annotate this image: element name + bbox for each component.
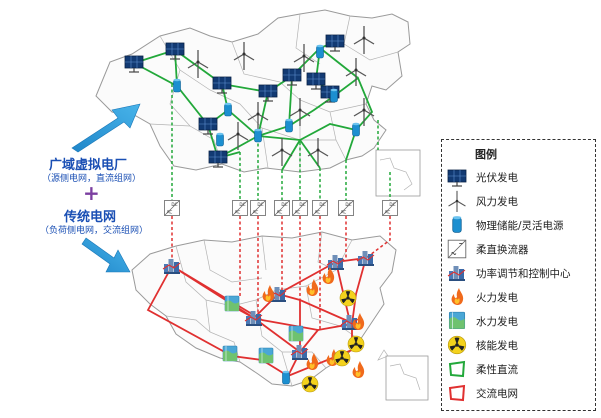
legend-item-control-center: 功率调节和控制中心 xyxy=(446,262,594,284)
bottom-inset-box xyxy=(385,355,429,401)
legend-item-storage: 物理储能/灵活电源 xyxy=(446,214,594,236)
thermal-fire-icon xyxy=(451,288,464,305)
storage-cylinder-icon xyxy=(285,118,293,133)
storage-cylinder-icon xyxy=(282,370,290,385)
storage-cylinder-icon xyxy=(316,44,324,59)
dc-converter-icon xyxy=(382,200,398,216)
hydro-icon xyxy=(448,311,466,330)
arrow-to-traditional-grid xyxy=(81,237,131,273)
top-inset-box xyxy=(375,149,421,197)
solar-panel-icon xyxy=(447,169,467,187)
wind-turbine-icon xyxy=(447,190,467,212)
traditional-grid-subtitle: （负荷侧电网，交流组网） xyxy=(40,226,149,236)
dc-converter-icon xyxy=(164,200,180,216)
thermal-fire-icon xyxy=(352,361,365,378)
legend-label: 柔性直流 xyxy=(476,364,518,376)
legend-item-hydro: 水力发电 xyxy=(446,310,594,332)
converter-row xyxy=(164,200,398,216)
dc-converter-icon xyxy=(274,200,290,216)
legend-label: 功率调节和控制中心 xyxy=(476,268,571,280)
dc-converter-icon xyxy=(338,200,354,216)
nuclear-icon xyxy=(447,335,467,355)
bottom-map-provinces xyxy=(165,231,361,387)
taiwan-outline xyxy=(377,349,389,361)
hydro-icon xyxy=(258,347,274,364)
dc-converter-icon xyxy=(250,200,266,216)
arrow-to-virtual-plant xyxy=(71,103,141,153)
legend-label: 风力发电 xyxy=(476,196,518,208)
storage-cylinder-icon xyxy=(173,78,181,93)
dc-dashed-risers xyxy=(171,84,391,200)
legend-label: 水力发电 xyxy=(476,316,518,328)
hydro-icon xyxy=(224,295,240,312)
dc-converter-icon xyxy=(232,200,248,216)
storage-cylinder-icon xyxy=(452,215,462,233)
legend-label: 火力发电 xyxy=(476,292,518,304)
storage-cylinder-icon xyxy=(352,122,360,137)
flexible-dc-line-icon xyxy=(448,360,466,378)
nuclear-icon xyxy=(301,375,319,393)
virtual-plant-subtitle: （源侧电网，直流组网） xyxy=(42,174,142,184)
legend-item-wind: 风力发电 xyxy=(446,190,594,212)
legend-label: 交流电网 xyxy=(476,388,518,400)
legend-box: 图例 光伏发电 风力发电 物理储能/灵活电源 柔直换流器 功率调节和控制中心 xyxy=(441,139,596,411)
legend-item-converter: 柔直换流器 xyxy=(446,238,594,260)
hydro-icon xyxy=(222,345,238,362)
nuclear-icon xyxy=(347,335,365,353)
control-center-icon xyxy=(447,265,466,282)
storage-cylinder-icon xyxy=(216,132,224,147)
legend-item-dc-line: 柔性直流 xyxy=(446,358,594,380)
virtual-plant-title: 广域虚拟电厂 xyxy=(49,158,128,173)
storage-cylinder-icon xyxy=(254,128,262,143)
hydro-icon xyxy=(288,325,304,342)
dc-converter-icon xyxy=(447,239,467,259)
traditional-grid-title: 传统电网 xyxy=(64,210,117,225)
legend-item-ac-line: 交流电网 xyxy=(446,382,594,404)
legend-label: 光伏发电 xyxy=(476,172,518,184)
dc-converter-icon xyxy=(292,200,308,216)
ac-grid-line-icon xyxy=(448,384,466,402)
legend-label: 柔直换流器 xyxy=(476,244,529,256)
legend-title: 图例 xyxy=(475,148,497,161)
bottom-inset-detail xyxy=(389,363,421,391)
nuclear-icon xyxy=(339,289,357,307)
dc-converter-icon xyxy=(312,200,328,216)
legend-item-solar: 光伏发电 xyxy=(446,166,594,188)
legend-item-thermal: 火力发电 xyxy=(446,286,594,308)
legend-label: 核能发电 xyxy=(476,340,518,352)
storage-cylinder-icon xyxy=(330,88,338,103)
legend-label: 物理储能/灵活电源 xyxy=(476,220,564,232)
storage-cylinder-icon xyxy=(224,102,232,117)
ac-dashed-drops xyxy=(171,216,391,330)
nuclear-icon xyxy=(333,349,351,367)
top-inset-detail xyxy=(379,157,413,191)
plus-sign: + xyxy=(83,181,100,205)
legend-item-nuclear: 核能发电 xyxy=(446,334,594,356)
